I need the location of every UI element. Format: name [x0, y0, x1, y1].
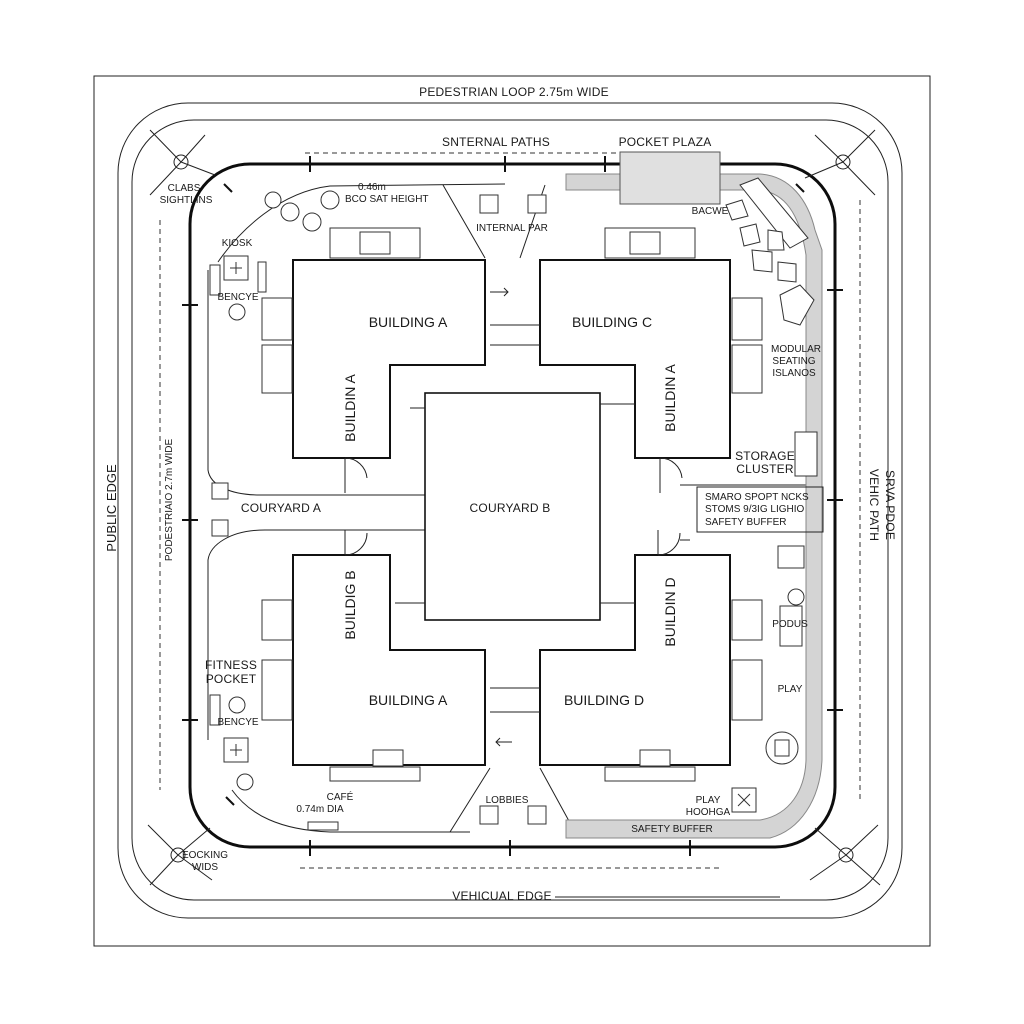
bacwe-label: BACWE: [692, 206, 729, 217]
pedestrian-loop: [188, 162, 837, 849]
corner-lamps: [147, 129, 881, 886]
courtyard-b-label: COURYARD B: [470, 501, 551, 515]
play-label: PLAY: [778, 684, 803, 695]
info-box: [696, 486, 824, 533]
fitness-pocket-label: POCKET: [206, 672, 257, 686]
courtyard-a-label: COURYARD A: [241, 501, 321, 515]
internal-paths-label: SNTERNAL PATHS: [442, 135, 550, 149]
play-housing-label-b: HOOHGA: [686, 807, 731, 818]
corner-label-a: EOCKING: [182, 850, 228, 861]
building-d-label: BUILDING D: [564, 692, 644, 708]
top-safety-band: [565, 173, 823, 839]
inner-path-left-bottom: [207, 529, 425, 740]
building-a-bottom-label: BUILDING A: [369, 692, 448, 708]
building-d-vert-label: BUILDIN D: [662, 577, 678, 646]
outer-path-ring-2: [131, 119, 889, 901]
info-box-line-c: SAFETY BUFFER: [705, 517, 787, 528]
site-boundary: [93, 75, 931, 947]
left-edge-label: PUBLIC EDGE: [104, 464, 119, 552]
lobbies-label: LOBBIES: [486, 795, 529, 806]
building-b: [292, 554, 486, 766]
podus-label: PODUS: [772, 619, 808, 630]
courtyard-b-area: [424, 392, 601, 621]
modular-label-a: MODULAR: [771, 344, 821, 355]
door-swings: [344, 457, 683, 556]
sightlines-label: SIGHTLINS: [160, 195, 213, 206]
modular-label-b: SEATING: [772, 356, 815, 367]
safety-buffer-label: SAFETY BUFFER: [631, 824, 713, 835]
arrows: [395, 287, 635, 747]
modular-label-c: ISLANOS: [772, 368, 816, 379]
right-edge-label-b: SRVA PDOE: [883, 470, 897, 540]
outer-path-ring: [117, 102, 903, 919]
play-housing-label-a: PLAY: [696, 795, 721, 806]
building-c-vert-label: BUILDIN A: [662, 364, 678, 432]
info-box-line-b: STOMS 9/3IG LIGHIO: [705, 504, 805, 515]
building-c: [539, 259, 731, 459]
building-d: [539, 554, 731, 766]
corner-label-b: WIDS: [192, 862, 218, 873]
seat-height-label-a: 0.46m: [358, 182, 386, 193]
kiosk-label: KIOSK: [222, 238, 253, 249]
info-box-line-a: SMARO SPOPT NCKS: [705, 492, 809, 503]
storage-label-b: CLUSTER: [736, 462, 794, 476]
internal-par-label: INTERNAL PAR: [476, 223, 548, 234]
cafe-dia-label: 0.74m DIA: [296, 804, 344, 815]
pocket-plaza-label: POCKET PLAZA: [619, 135, 712, 149]
storage-label-a: STORAGE: [735, 449, 795, 463]
bench-top-label: BENCYE: [217, 292, 258, 303]
modular-seating-islands: [725, 177, 815, 326]
top-edge-label: PEDESTRIAN LOOP 2.75m WIDE: [419, 85, 609, 99]
cafe-label: CAFÉ: [327, 790, 354, 803]
seat-height-label-b: BCO SAT HEIGHT: [345, 194, 429, 205]
building-a-top: [292, 259, 486, 459]
unit-furniture: [261, 227, 763, 782]
building-a-top-label: BUILDING A: [369, 314, 448, 330]
left-inner-label: PODESTRIAIO 2.7m WIDE: [164, 439, 175, 562]
building-c-label: BUILDING C: [572, 314, 652, 330]
inner-path-top-left: [217, 183, 506, 263]
building-a-top-vert-label: BUILDIN A: [342, 374, 358, 442]
bench-bottom-label: BENCYE: [217, 717, 258, 728]
fitness-label: FITNESS: [205, 658, 257, 672]
loop-ticks: [182, 156, 843, 856]
clabs-label: CLABS: [168, 183, 201, 194]
inner-path-right: [680, 484, 820, 541]
right-edge-label-a: VEHIC PATH: [867, 469, 881, 541]
pocket-plaza-box: [619, 151, 721, 205]
bottom-edge-label: VEHICUAL EDGE: [452, 889, 552, 903]
building-b-vert-label: BUILDIG B: [342, 570, 358, 639]
site-fixtures: [209, 190, 818, 831]
inner-path-bottom-left: [231, 789, 470, 833]
